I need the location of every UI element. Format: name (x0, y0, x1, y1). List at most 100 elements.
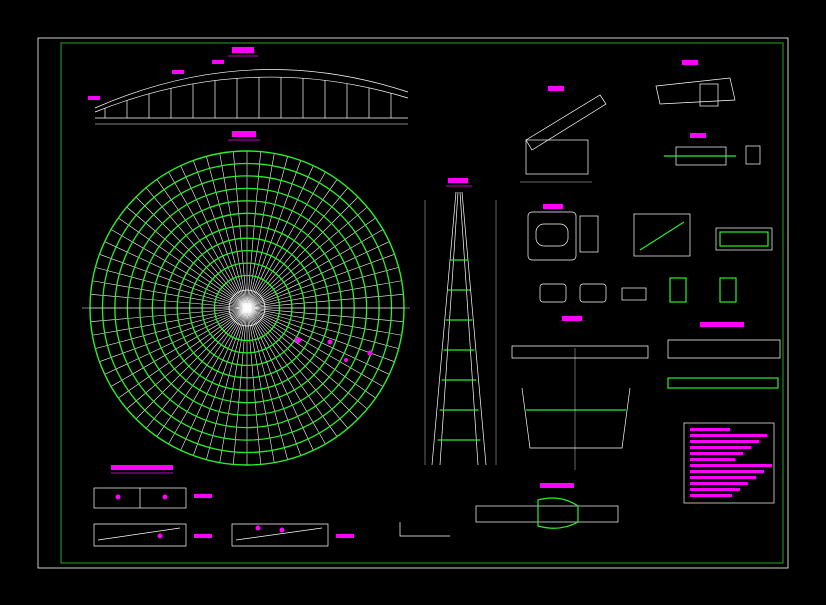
plan-rib (246, 196, 359, 309)
detail-e-diag (639, 221, 685, 251)
plan-rib (246, 267, 399, 309)
detail-f-block-2 (579, 283, 607, 303)
mast-left-inner (439, 191, 459, 466)
plan-rib (145, 187, 248, 309)
mast-title-block (448, 178, 468, 183)
plan-rib (246, 307, 288, 460)
legend-line (690, 476, 756, 479)
section-2 (93, 523, 187, 547)
plan-rib (246, 217, 376, 309)
legend-line (690, 446, 751, 449)
plan-rib (118, 307, 248, 399)
plan-rib (246, 280, 402, 309)
plan-rib (233, 151, 248, 309)
plan-rib (206, 156, 248, 309)
detail-b-plate (699, 83, 719, 107)
plan-rib (246, 179, 338, 309)
plan-rib (104, 307, 248, 375)
detail-g (511, 316, 781, 470)
plan-rib (126, 307, 248, 410)
plan-rib (193, 307, 248, 456)
plan-rib (246, 307, 404, 322)
detail-g-beam-right (667, 339, 781, 359)
section-3-hole (255, 525, 261, 531)
dome-plan (82, 131, 410, 466)
plan-marker (295, 337, 301, 343)
plan-rib (135, 196, 248, 309)
plan-rib (118, 217, 248, 309)
elevation-label-top (212, 60, 224, 64)
plan-rib (110, 307, 248, 387)
plan-rib (246, 187, 349, 309)
legend-line (690, 458, 735, 461)
detail-f-block-5 (719, 277, 737, 303)
plan-rib (92, 307, 248, 336)
detail-h (475, 483, 619, 529)
sheet-inner-border (60, 42, 784, 564)
elevation-posts (104, 77, 392, 118)
plan-rib (145, 307, 248, 429)
detail-a-base (525, 139, 589, 175)
legend-lines (690, 428, 772, 497)
mast-right-inner (459, 191, 479, 466)
elevation-title-block (232, 47, 254, 53)
plan-rib (233, 307, 248, 465)
detail-e (633, 213, 773, 257)
plan-rib (92, 280, 248, 309)
plan-marker (327, 339, 333, 345)
plan-rib (135, 307, 248, 420)
section-2-tag (194, 534, 212, 538)
plan-rib (246, 307, 301, 456)
detail-g-title-2 (700, 322, 744, 327)
legend-line (690, 452, 743, 455)
legend-line (690, 482, 748, 485)
detail-e-bar-inner (719, 231, 769, 247)
legend-line (690, 470, 764, 473)
plan-rib (246, 307, 376, 399)
detail-h-joint (537, 497, 579, 529)
detail-d-title (543, 204, 563, 209)
detail-h-beam (475, 505, 619, 523)
detail-b-shape (655, 77, 736, 105)
plan-rib (246, 171, 326, 309)
plan-rib (168, 307, 248, 445)
plan-rib (246, 206, 368, 309)
section-3 (231, 523, 329, 547)
plan-rib (156, 179, 248, 309)
detail-d-inner (535, 223, 569, 247)
plan-rib (219, 153, 248, 309)
plan-rib (246, 307, 390, 375)
plan-rib (99, 254, 248, 309)
plan-rib (110, 229, 248, 309)
plan-rib (95, 267, 248, 309)
legend-line (690, 494, 732, 497)
mast-elevation (424, 178, 497, 466)
detail-e-bar (715, 227, 773, 251)
plan-rib (246, 254, 395, 309)
detail-d (527, 204, 599, 261)
elevation-arc-upper (94, 69, 409, 109)
plan-rib (246, 307, 326, 445)
section-1-hole (162, 494, 168, 500)
detail-f-block-4 (669, 277, 687, 303)
plan-rib (168, 171, 248, 309)
section-views (93, 465, 450, 547)
detail-g-beam (511, 345, 649, 359)
plan-rib (90, 307, 248, 322)
detail-b (655, 60, 736, 107)
detail-c-side (745, 145, 761, 165)
detail-a-rafter (525, 94, 607, 151)
detail-g-base (667, 377, 779, 389)
plan-rib (246, 307, 338, 437)
elevation-view (88, 47, 409, 125)
plan-rib (180, 307, 248, 451)
plan-rib (193, 160, 248, 309)
section-3-hole (279, 527, 285, 533)
detail-d-side (579, 215, 599, 253)
section-title-block (111, 465, 173, 470)
plan-rib (126, 206, 248, 309)
detail-c (664, 133, 761, 166)
legend-line (690, 428, 730, 431)
plan-rib (246, 160, 301, 309)
